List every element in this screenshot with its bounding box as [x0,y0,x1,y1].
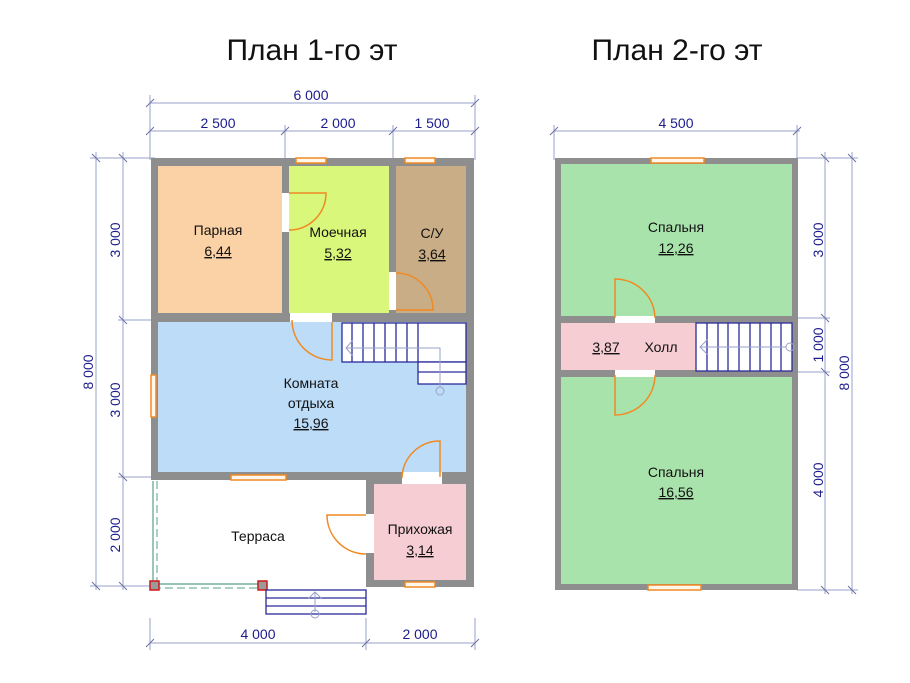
dim-total-height: 8 000 [80,354,96,389]
terrace-post-right [257,580,268,591]
f2-dim-total-height: 8 000 [836,355,852,390]
floor1-bottom-dimensions: 4 000 2 000 [145,618,480,650]
porch-steps [265,589,367,619]
floor1-doors [282,192,442,555]
floor2-right-dimensions: 3 000 1 000 4 000 8 000 [797,152,858,595]
dim-height-2: 3 000 [107,382,123,417]
room-label-spalnya-2: Спальня [648,464,704,480]
floor1-title: План 1-го эт [226,34,397,67]
room-label-holl: Холл [645,339,678,355]
floor1-windows [150,157,436,588]
floor2-title: План 2-го эт [591,34,762,67]
f2-dim-width: 4 500 [658,115,693,131]
f2-dim-height-2: 1 000 [810,327,826,362]
dim-height-1: 3 000 [107,222,123,257]
f2-dim-height-1: 3 000 [810,222,826,257]
dim-bottom-1: 4 000 [240,626,275,642]
room-moechnaya [289,166,389,313]
floor1-plan: 6 000 2 500 2 000 1 500 8 000 3 000 3 00… [80,87,480,650]
room-area-su: 3,64 [418,246,445,262]
floor1-stairs [341,322,467,396]
floor1-top-dimensions: 6 000 2 500 2 000 1 500 [145,87,480,160]
dim-bottom-2: 2 000 [402,626,437,642]
dim-width-3: 1 500 [414,115,449,131]
room-area-parnaya: 6,44 [204,243,231,259]
room-parnaya [158,166,282,313]
room-label-spalnya-1: Спальня [648,219,704,235]
terrace-post-left [149,580,160,591]
dim-width-1: 2 500 [200,115,235,131]
floor1-left-dimensions: 8 000 3 000 3 000 2 000 [80,152,155,591]
room-spalnya-2 [561,377,792,584]
dim-height-3: 2 000 [107,517,123,552]
floor2-windows [647,157,705,591]
room-label-komnata-2: отдыха [288,395,335,411]
room-prihozhaya [374,484,466,580]
room-label-prihozhaya: Прихожая [388,521,453,537]
room-area-spalnya-2: 16,56 [658,484,693,500]
dim-width-2: 2 000 [320,115,355,131]
room-su [396,166,466,313]
room-label-parnaya: Парная [194,222,243,238]
floor2-top-dimensions: 4 500 [549,115,802,160]
room-terrace [153,481,364,584]
floor2-plan: 4 500 3 000 1 000 4 000 8 000 [549,115,858,595]
room-area-komnata: 15,96 [293,415,328,431]
room-spalnya-1 [561,164,792,316]
room-area-spalnya-1: 12,26 [658,240,693,256]
room-label-terrace: Терраса [231,528,285,544]
f2-dim-height-3: 4 000 [810,462,826,497]
room-area-prihozhaya: 3,14 [406,542,433,558]
room-label-su: С/У [421,225,444,241]
room-label-komnata-1: Комната [284,375,339,391]
floor2-doors [614,278,656,416]
room-area-moechnaya: 5,32 [324,245,351,261]
room-area-holl: 3,87 [592,339,619,355]
room-label-moechnaya: Моечная [309,224,366,240]
dim-total-width: 6 000 [293,87,328,103]
floor2-stairs [695,322,795,372]
